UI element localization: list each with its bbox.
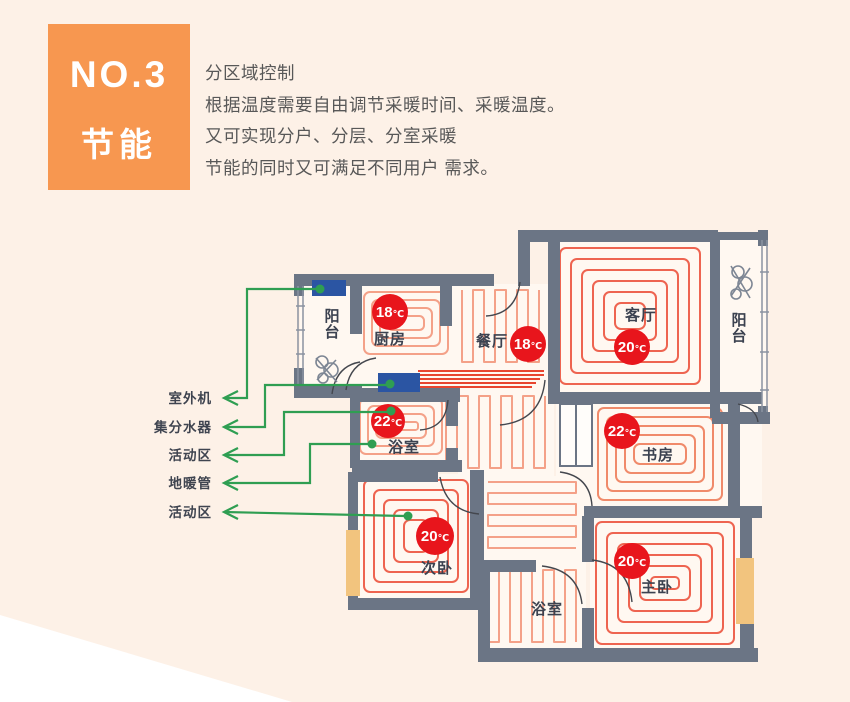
room-label-dining: 餐厅: [476, 332, 508, 350]
plant-icon-left-balcony: [315, 355, 339, 384]
pipe-serp-bath-lower: [487, 569, 577, 643]
intro-text: 分区域控制 根据温度需要自由调节采暖时间、采暖温度。 又可实现分户、分层、分室采…: [205, 58, 635, 184]
window-bedroom-second: [346, 530, 360, 596]
closet: [559, 403, 593, 467]
room-label-bath-upper: 浴室: [388, 438, 420, 456]
room-label-balcony-left: 阳台: [323, 308, 340, 340]
intro-title: 分区域控制: [205, 63, 295, 83]
walls: [294, 230, 770, 662]
intro-line-1: 根据温度需要自由调节采暖时间、采暖温度。: [205, 94, 565, 115]
pipe-coil-study: [597, 407, 723, 501]
room-label-living: 客厅: [624, 306, 657, 324]
plant-icon-right-balcony: [730, 265, 753, 300]
balcony-window-lines: [296, 240, 769, 412]
manifold-unit: [378, 373, 420, 392]
svg-text:18℃: 18℃: [376, 304, 404, 321]
temp-badge-bedroom-second: 20℃: [416, 517, 454, 555]
callout-label-manifold: 集分水器: [153, 419, 212, 435]
callout-label-heating-pipe: 地暖管: [169, 475, 213, 491]
svg-text:18℃: 18℃: [514, 336, 542, 353]
temp-badge-kitchen: 18℃: [372, 294, 408, 330]
pipe-serp-corridor-low: [487, 481, 577, 549]
section-title: 节能: [81, 126, 157, 163]
callout-dots: [315, 284, 413, 521]
intro-line-3: 节能的同时又可满足不同用户 需求。: [205, 157, 499, 178]
callout-label-activity-zone-1: 活动区: [169, 447, 213, 463]
section-number-badge: NO.3 节能: [48, 24, 190, 190]
svg-text:20℃: 20℃: [618, 339, 646, 356]
room-label-balcony-right: 阳台: [730, 312, 747, 344]
callout-lines: [221, 287, 406, 520]
section-number: NO.3: [69, 54, 169, 95]
temp-badge-living: 20℃: [614, 329, 650, 365]
room-label-bedroom-second: 次卧: [421, 559, 453, 577]
window-master: [736, 558, 754, 624]
svg-text:22℃: 22℃: [374, 413, 402, 430]
pipe-coil-master: [595, 521, 735, 645]
callout-label-outdoor-unit: 室外机: [169, 390, 213, 406]
temp-badge-study: 22℃: [604, 413, 640, 449]
callout-label-activity-zone-2: 活动区: [169, 504, 213, 520]
svg-text:20℃: 20℃: [618, 553, 646, 570]
svg-text:20℃: 20℃: [421, 528, 449, 545]
temp-badge-master: 20℃: [614, 543, 650, 579]
room-label-kitchen: 厨房: [374, 330, 406, 348]
svg-text:22℃: 22℃: [608, 423, 636, 440]
room-label-study: 书房: [642, 446, 674, 464]
intro-line-2: 又可实现分户、分层、分室采暖: [205, 126, 457, 146]
room-label-bath-lower: 浴室: [531, 600, 563, 618]
pipe-trunk-lines: [418, 370, 544, 388]
room-label-master: 主卧: [641, 578, 673, 596]
temp-badge-dining: 18℃: [510, 326, 546, 362]
